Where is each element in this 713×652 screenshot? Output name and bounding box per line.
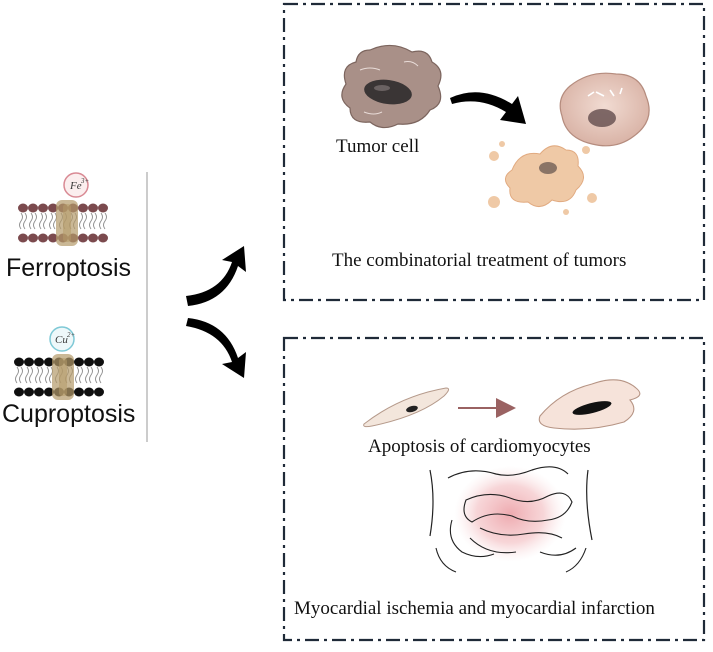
cu-ion-icon <box>49 326 75 352</box>
arrow-up-icon <box>186 246 246 306</box>
cardiomyocyte-damaged-icon <box>538 379 641 430</box>
cardiomyocyte-healthy-icon <box>363 387 450 428</box>
fe-ion-icon <box>63 172 89 198</box>
cu-ion-charge: 2+ <box>67 331 76 339</box>
tumor-frame <box>282 2 706 302</box>
ferroptosis-label: Ferroptosis <box>6 254 132 282</box>
tumor-arrow-icon <box>450 92 526 124</box>
tumor-cell-icon <box>341 44 442 129</box>
cu-ion-label: Cu <box>55 334 68 346</box>
ferroptosis-membrane-icon <box>18 200 108 246</box>
treated-cell-icon <box>559 72 650 147</box>
cuproptosis-label: Cuproptosis <box>2 400 136 428</box>
tumor-cell-label: Tumor cell <box>336 136 420 157</box>
arrow-down-icon <box>186 318 246 378</box>
fe-ion-label: Fe <box>69 180 82 192</box>
cuproptosis-membrane-icon <box>14 354 104 400</box>
chest-pain-icon <box>429 466 593 573</box>
combinatorial-treatment-caption: The combinatorial treatment of tumors <box>332 250 627 271</box>
fragmented-cell-icon <box>488 141 597 215</box>
fe-ion-charge: 3+ <box>80 177 90 185</box>
apoptosis-caption: Apoptosis of cardiomyocytes <box>368 436 591 457</box>
cardio-frame <box>282 336 706 642</box>
myocardial-caption: Myocardial ischemia and myocardial infar… <box>294 598 655 619</box>
